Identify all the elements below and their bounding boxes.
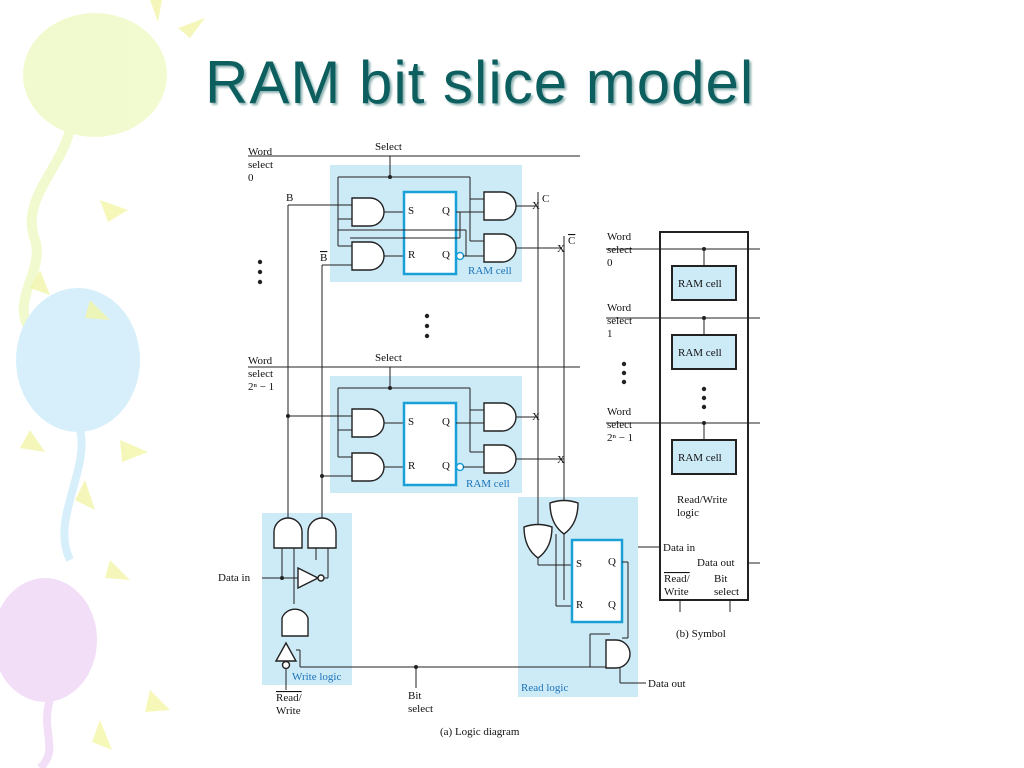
symbol-data-in-label: Data in (663, 542, 696, 554)
logic-caption: (a) Logic diagram (440, 726, 520, 738)
r2-label: R (408, 460, 416, 472)
r-label: R (408, 249, 416, 261)
balloon-decoration (0, 13, 167, 768)
read-write-label: Read/Write (276, 692, 303, 717)
b-bar-label: B (320, 252, 327, 264)
symbol-ram-cell-0 (671, 265, 737, 301)
write-logic-label: Write logic (292, 671, 341, 683)
q2-label: Q (442, 416, 450, 428)
x-label: X (532, 200, 540, 212)
ram-cell-label: RAM cell (468, 265, 512, 277)
q3-label: Q (608, 556, 616, 568)
r3-label: R (576, 599, 584, 611)
symbol-ram-cell-1 (671, 334, 737, 370)
q-label: Q (442, 205, 450, 217)
select-mid-label: Select (375, 352, 402, 364)
c-label: C (542, 193, 549, 205)
s-label: S (408, 205, 414, 217)
q3-bar-label: Q (608, 599, 616, 611)
select-top-label: Select (375, 141, 402, 153)
x2-label: X (532, 411, 540, 423)
q-bar-label: Q (442, 249, 450, 261)
slide-title: RAM bit slice model (205, 49, 755, 116)
c-bar-label: C (568, 235, 575, 247)
ram-cell-2-label: RAM cell (466, 478, 510, 490)
data-out-label: Data out (648, 678, 686, 690)
symbol-read-write-label: Read/Write (664, 573, 691, 598)
symbol-caption: (b) Symbol (676, 628, 726, 640)
b-label: B (286, 192, 293, 204)
x2-bar-label: X (557, 454, 565, 466)
symbol-ram-cell-0-label: RAM cell (678, 278, 722, 290)
sun-ray-decoration (20, 0, 205, 750)
symbol-ram-cell-last-label: RAM cell (678, 452, 722, 464)
q2-bar-label: Q (442, 460, 450, 472)
s2-label: S (408, 416, 414, 428)
symbol-ram-cell-1-label: RAM cell (678, 347, 722, 359)
symbol-data-out-label: Data out (697, 557, 735, 569)
x-bar-label: X (557, 243, 565, 255)
symbol-ram-cell-last (671, 439, 737, 475)
logic-diagram (248, 155, 660, 697)
data-in-label: Data in (218, 572, 251, 584)
s3-label: S (576, 558, 582, 570)
read-logic-label: Read logic (521, 682, 568, 694)
